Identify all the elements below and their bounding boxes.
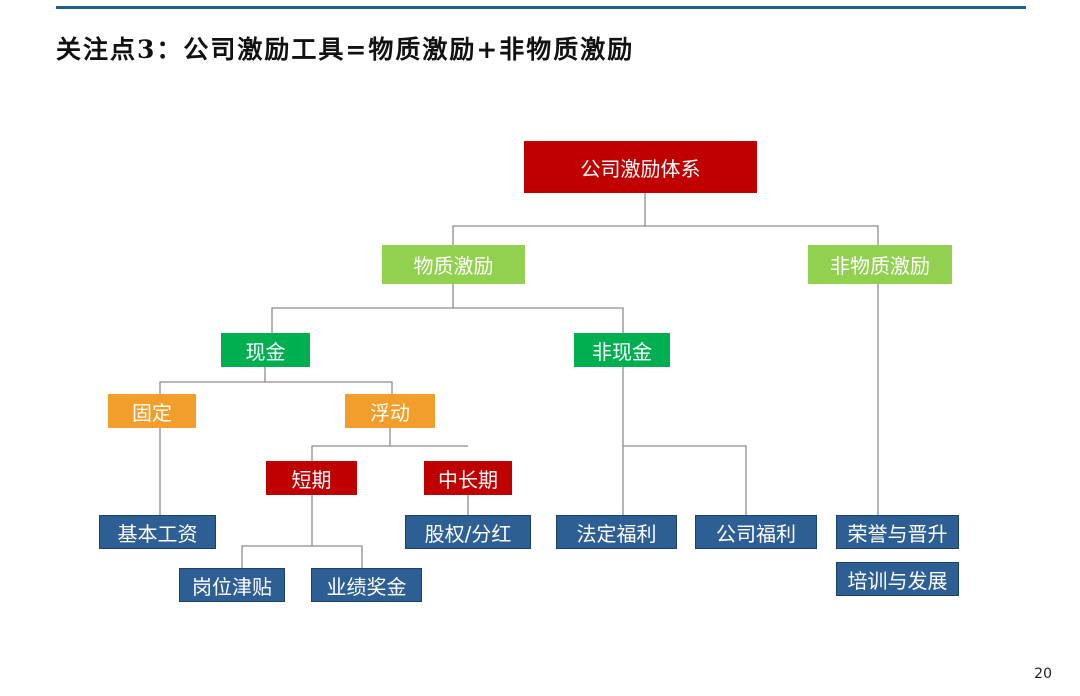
node-short-term: 短期 — [266, 461, 357, 495]
slide-title: 关注点3：公司激励工具=物质激励+非物质激励 — [56, 35, 635, 64]
node-material-incentive: 物质激励 — [382, 245, 525, 284]
node-non-material-incentive: 非物质激励 — [808, 245, 952, 284]
node-performance-bonus: 业绩奖金 — [311, 568, 422, 602]
node-statutory-welfare: 法定福利 — [556, 515, 677, 549]
node-fixed: 固定 — [108, 394, 196, 428]
node-floating: 浮动 — [345, 394, 435, 428]
connector-non-cash-company — [623, 445, 747, 515]
connector-fixed-floating-bar — [159, 381, 393, 394]
title-rule — [56, 6, 1026, 9]
connector-level2-bar — [452, 225, 879, 245]
connector-cash-bar — [271, 307, 624, 333]
node-position-allowance: 岗位津贴 — [179, 568, 285, 602]
node-mid-long-term: 中长期 — [424, 461, 512, 495]
connector-short-term-bar — [241, 545, 363, 568]
node-non-cash: 非现金 — [574, 333, 670, 367]
node-training-development: 培训与发展 — [836, 562, 959, 596]
node-base-salary: 基本工资 — [99, 515, 216, 549]
connector-term-bar — [311, 445, 468, 461]
node-equity-dividend: 股权/分红 — [405, 515, 531, 549]
node-company-incentive-system: 公司激励体系 — [524, 141, 757, 193]
node-company-welfare: 公司福利 — [695, 515, 817, 549]
page-number: 20 — [1034, 666, 1052, 682]
node-honor-promotion: 荣誉与晋升 — [836, 515, 959, 549]
node-cash: 现金 — [221, 333, 310, 367]
